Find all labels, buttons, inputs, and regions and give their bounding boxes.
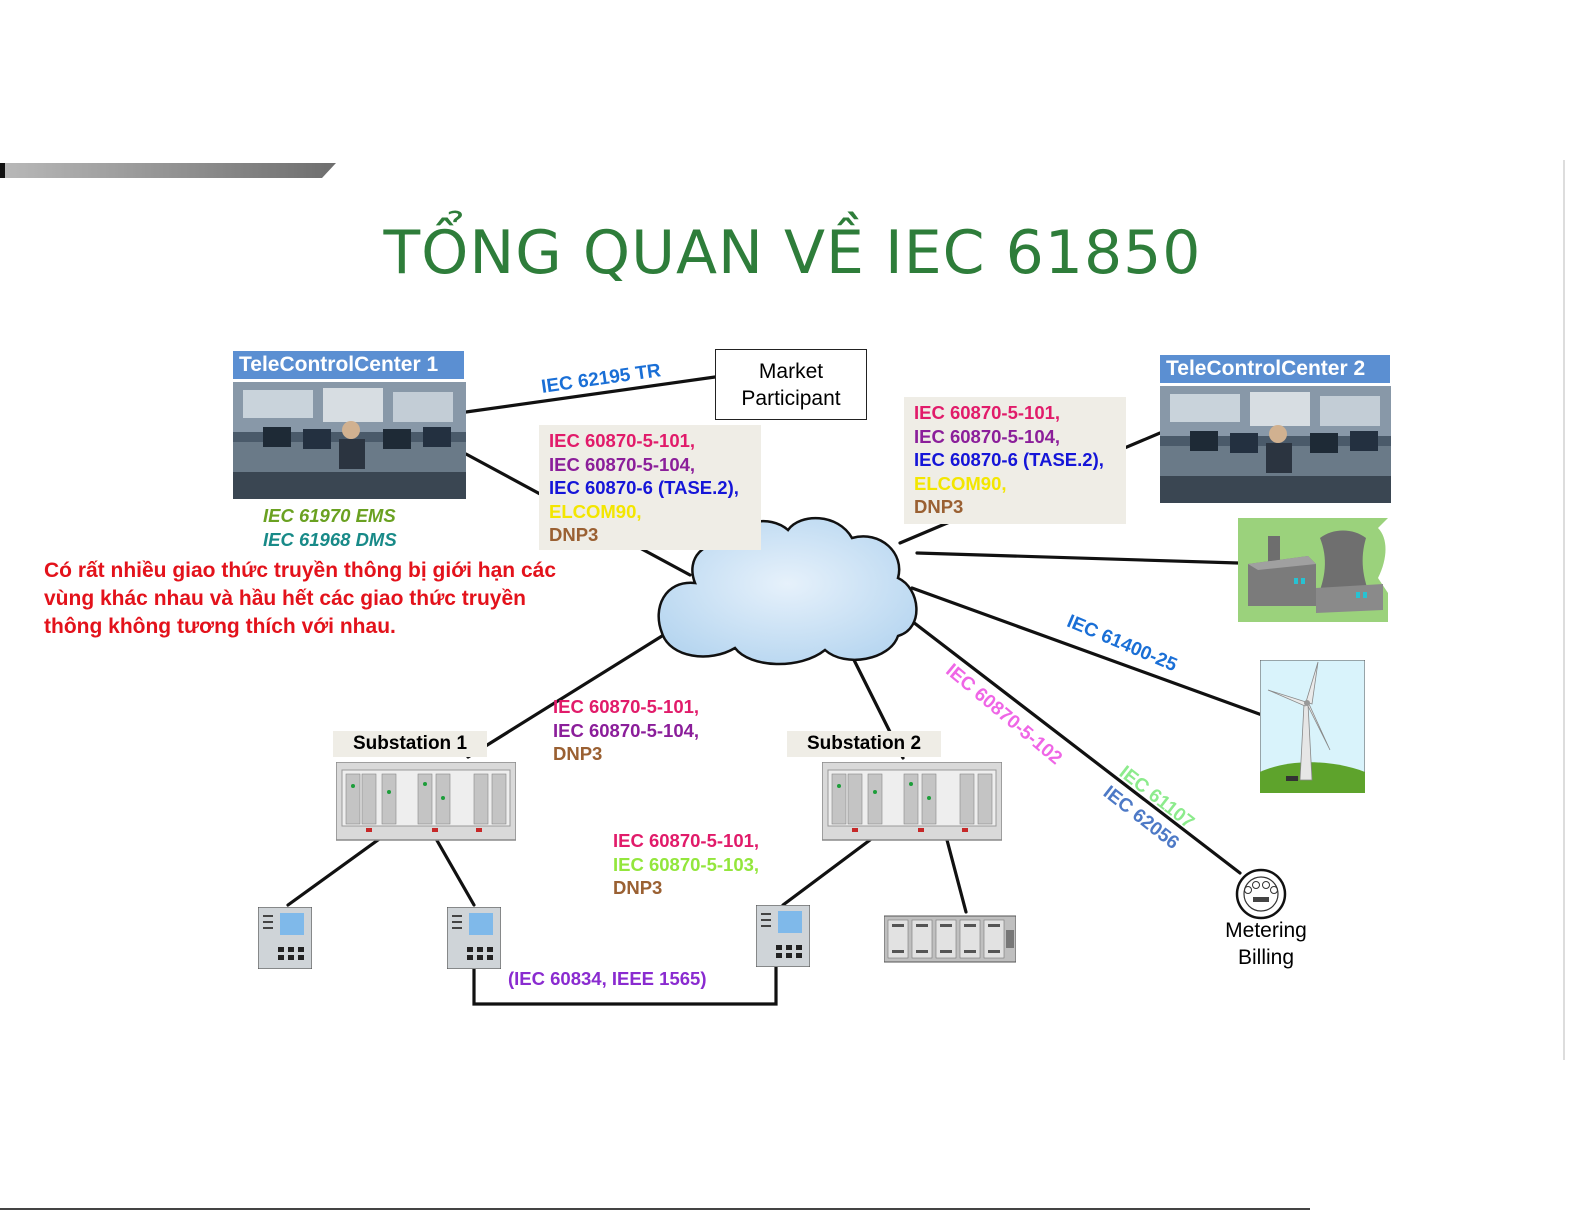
power-plant-icon	[1238, 518, 1388, 622]
tase2-label: IEC 60870-6 (TASE.2),	[549, 477, 739, 498]
iec61970-label: IEC 61970 EMS	[263, 505, 396, 526]
market-line-2: Participant	[741, 387, 841, 410]
protocol-box-right: IEC 60870-5-101, IEC 60870-5-104, IEC 60…	[904, 397, 1126, 524]
tc1-standards: IEC 61970 EMS IEC 61968 DMS	[263, 504, 397, 551]
relay-icon-2	[447, 907, 501, 969]
line-sub2-rtu	[945, 838, 968, 914]
relay-icon-3	[756, 905, 810, 967]
line-cloud-substation1	[466, 634, 664, 759]
metering-label: Metering	[1225, 919, 1307, 942]
iec101-label-right: IEC 60870-5-101,	[914, 402, 1061, 423]
sub1-protocols: IEC 60870-5-101, IEC 60870-5-104, DNP3	[553, 695, 699, 766]
billing-label: Billing	[1237, 946, 1295, 969]
control-room-photo-1	[233, 382, 466, 499]
relay-icon-1	[258, 907, 312, 969]
note-line-2: vùng khác nhau và hầu hết các giao thức …	[44, 587, 526, 610]
iec104-label: IEC 60870-5-104,	[549, 453, 696, 475]
substation2-label: Substation 2	[787, 731, 942, 757]
tc1-label: TeleControlCenter 1	[233, 351, 464, 379]
sub1-iec104: IEC 60870-5-104,	[553, 719, 700, 741]
sub1-iec101: IEC 60870-5-101,	[553, 696, 700, 717]
note-line-1: Có rất nhiều giao thức truyền thông bị g…	[44, 559, 556, 582]
dnp3-label: DNP3	[549, 524, 599, 545]
iec104-label-right: IEC 60870-5-104,	[914, 425, 1061, 447]
market-line-1: Market	[758, 360, 824, 383]
iec61968-label: IEC 61968 DMS	[263, 528, 397, 550]
line-sub2-relay3	[781, 838, 872, 907]
line-cloud-powerplant	[915, 551, 1240, 565]
metering-billing-label: Metering Billing	[1214, 917, 1318, 971]
wind-turbine-icon	[1260, 660, 1365, 793]
elcom90-label-right: ELCOM90,	[914, 472, 1007, 494]
rtu-module-icon	[884, 915, 1016, 963]
sub2-protocols: IEC 60870-5-101, IEC 60870-5-103, DNP3	[613, 829, 759, 900]
control-room-photo-2	[1160, 386, 1391, 503]
header-bar	[0, 163, 336, 178]
page-title: TỔNG QUAN VỀ IEC 61850	[383, 218, 1202, 288]
substation1-rack-icon	[336, 762, 516, 841]
line-relay2-relay3	[472, 965, 778, 1006]
dnp3-label-right: DNP3	[914, 496, 964, 517]
elcom90-label: ELCOM90,	[549, 500, 642, 522]
line-sub1-relay1	[286, 835, 384, 907]
market-participant-box: Market Participant	[715, 349, 867, 420]
substation2-rack-icon	[822, 762, 1002, 841]
sub1-dnp3: DNP3	[553, 743, 603, 764]
tase2-label-right: IEC 60870-6 (TASE.2),	[914, 449, 1104, 470]
sub2-dnp3: DNP3	[613, 877, 663, 898]
line-sub1-relay2	[433, 835, 476, 907]
iec101-label: IEC 60870-5-101,	[549, 430, 696, 451]
line-cloud-windturbine	[910, 586, 1264, 717]
compatibility-note: Có rất nhiều giao thức truyền thông bị g…	[44, 557, 556, 641]
substation1-label: Substation 1	[333, 731, 488, 757]
line-tc1-market	[464, 375, 717, 414]
footer-line	[0, 1208, 1310, 1210]
tc2-label: TeleControlCenter 2	[1160, 355, 1390, 383]
meter-icon	[1235, 868, 1287, 920]
sub2-iec103: IEC 60870-5-103,	[613, 853, 760, 875]
line-cloud-metering	[898, 610, 1242, 875]
note-line-3: thông không tương thích với nhau.	[44, 615, 396, 638]
sub2-iec101: IEC 60870-5-101,	[613, 830, 760, 851]
protocol-box-left: IEC 60870-5-101, IEC 60870-5-104, IEC 60…	[539, 425, 761, 550]
bottom-link-label: (IEC 60834, IEEE 1565)	[508, 968, 707, 989]
right-edge-line	[1563, 160, 1565, 1060]
